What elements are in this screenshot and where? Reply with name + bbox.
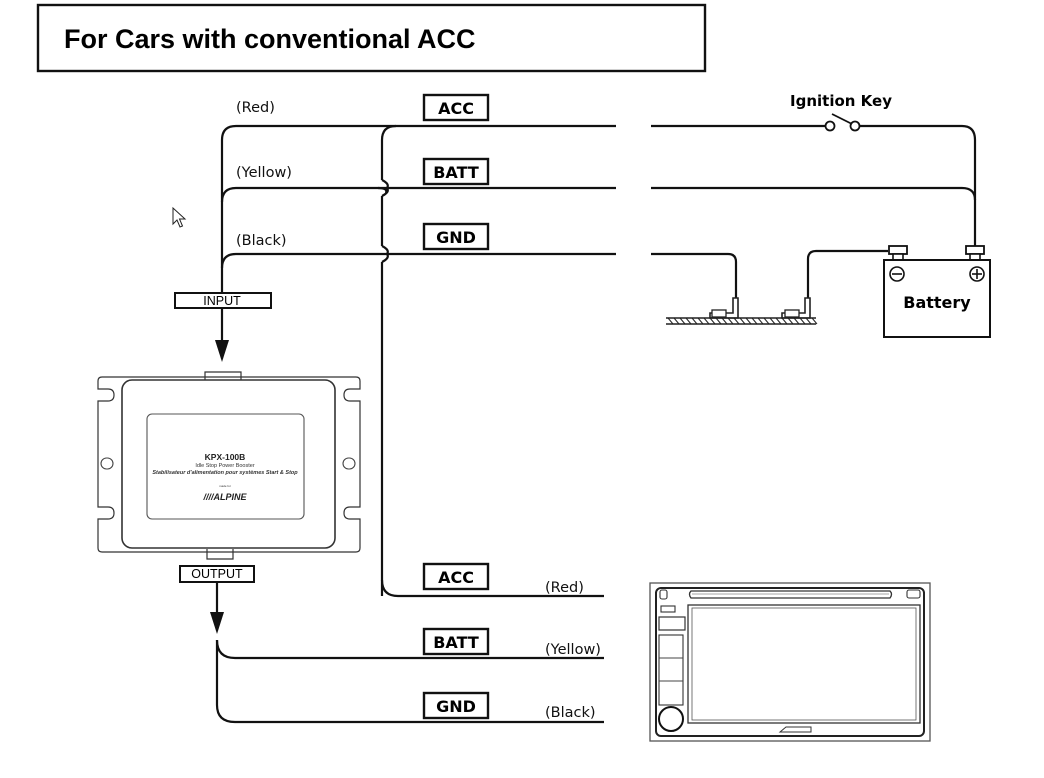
minus-icon [889,266,905,282]
arrow-down-icon [210,612,224,634]
chassis-hatch [769,317,776,325]
wire-color-red-top: (Red) [236,100,275,116]
input-black-wire [220,252,378,269]
chassis-ground-icon [666,317,818,325]
output-black-wire [215,640,604,724]
chassis-hatch [685,317,692,325]
plus-icon [969,266,985,282]
wire-color-yellow-bottom: (Yellow) [545,642,601,658]
terminal-acc-bottom: ACC [422,562,490,591]
chassis-hatch [709,317,716,325]
chassis-hatch [727,317,734,325]
battery-negative-terminal [888,245,908,255]
mouse-cursor-icon [172,206,187,228]
terminal-batt-top: BATT [422,157,490,186]
alpine-logo: ////ALPINE [202,492,247,502]
battery-positive-terminal [965,245,985,255]
svg-text:GND: GND [436,697,476,716]
power-booster-module: KPX-100B Idle Stop Power Booster Stabili… [97,371,361,560]
volume-knob [658,706,684,732]
wire-color-black-top: (Black) [236,233,287,249]
output-harness [215,579,604,724]
output-red-wire [380,579,604,598]
chassis-hatch [703,317,710,325]
chassis-hatch [757,317,764,325]
chassis-hatch [763,317,770,325]
chassis-hatch [745,317,752,325]
ignition-switch-icon [831,113,853,125]
disc-slot [688,590,893,599]
chassis-hatch [811,317,818,325]
input-connector: INPUT [174,292,272,362]
output-connector: OUTPUT [179,565,255,634]
chassis-hatch [781,317,788,325]
page-title: For Cars with conventional ACC [64,24,476,54]
arrow-down-icon [215,340,229,362]
chassis-hatch [733,317,740,325]
terminal-acc-top: ACC [422,93,490,122]
chassis-hatch [721,317,728,325]
module-subtitle: Idle Stop Power Booster [195,463,254,469]
chassis-hatch [793,317,800,325]
battery: Battery [883,245,991,338]
chassis-hatch [787,317,794,325]
input-harness [220,124,616,596]
output-label: OUTPUT [191,567,243,581]
chassis-hatch [799,317,806,325]
svg-text:BATT: BATT [433,633,479,652]
chassis-hatch [805,317,812,325]
vehicle-side-wiring [651,113,977,325]
chassis-hatch [715,317,722,325]
svg-text:BATT: BATT [433,163,479,182]
chassis-hatch [691,317,698,325]
ignition-contact-icon [824,120,836,132]
input-label: INPUT [203,294,241,308]
svg-text:GND: GND [436,228,476,247]
chassis-hatch [751,317,758,325]
chassis-hatch [679,317,686,325]
terminal-gnd-bottom: GND [422,691,490,720]
svg-text:ACC: ACC [438,568,474,587]
chassis-hatch [775,317,782,325]
svg-text:ACC: ACC [438,99,474,118]
wire-color-yellow-top: (Yellow) [236,165,292,181]
module-subtitle-fr: Stabilisateur d'alimentation pour systèm… [152,470,298,476]
chassis-hatch [739,317,746,325]
terminal-batt-bottom: BATT [422,627,490,656]
input-red-wire [220,124,420,292]
ground-bolt-icon [711,309,727,318]
chassis-hatch [697,317,704,325]
chassis-hatch [673,317,680,325]
wire-color-black-bottom: (Black) [545,705,596,721]
chassis-hatch [667,317,674,325]
wire-color-red-bottom: (Red) [545,580,584,596]
module-model: KPX-100B [205,452,246,462]
head-unit [649,582,931,742]
input-yellow-wire [220,186,378,203]
title-box: For Cars with conventional ACC [36,3,707,73]
battery-label: Battery [903,293,971,312]
terminal-gnd-top: GND [422,222,490,251]
ignition-key-label: Ignition Key [790,92,892,110]
module-made-for: made for [219,484,231,488]
